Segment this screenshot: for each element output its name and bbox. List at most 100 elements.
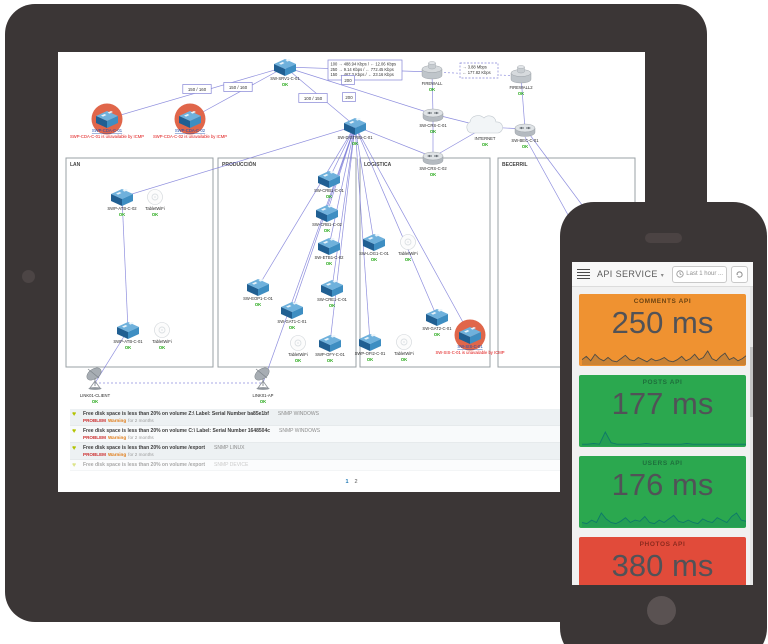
svg-text:TabletWiFi: TabletWiFi	[394, 351, 414, 356]
svg-text:150 / 160: 150 / 160	[229, 85, 248, 90]
svg-text:LOGISTICA: LOGISTICA	[364, 162, 392, 168]
alert-status: PROBLEM	[83, 469, 106, 470]
svg-text:SWP-OFI2-C-01: SWP-OFI2-C-01	[355, 351, 386, 356]
metric-card-title: PHOTOS API	[639, 541, 686, 548]
svg-text:TabletWiFi: TabletWiFi	[288, 352, 308, 357]
alert-status: PROBLEM	[83, 418, 106, 423]
alert-age: for 2 months	[128, 452, 154, 457]
svg-text:SW-CRS-C-01: SW-CRS-C-01	[419, 123, 447, 128]
alert-severity: Warning	[107, 452, 127, 457]
alert-status: PROBLEM	[83, 435, 106, 440]
map-link-distrib-ofy	[329, 125, 356, 344]
map-section-lan: LAN	[65, 157, 214, 368]
home-button[interactable]	[647, 596, 676, 625]
scrollbar[interactable]	[750, 287, 753, 585]
tablet-camera-icon	[22, 270, 35, 283]
link-capacity-label-3: 200	[341, 75, 355, 85]
refresh-button[interactable]	[731, 265, 748, 283]
metric-card-value: 380 ms	[611, 548, 714, 583]
phone-screen: API SERVICE▾ Last 1 hour ...	[572, 262, 753, 585]
chevron-down-icon: ▾	[660, 273, 665, 279]
app-title-dropdown[interactable]: API SERVICE▾	[597, 269, 664, 279]
page-link-2[interactable]: 2	[354, 479, 358, 485]
svg-text:OK: OK	[326, 261, 332, 266]
svg-text:OK: OK	[289, 325, 295, 330]
alert-age: for 2 months	[128, 469, 154, 470]
phone-app-header: API SERVICE▾ Last 1 hour ...	[572, 262, 753, 287]
svg-text:200: 200	[344, 78, 352, 83]
svg-text:PRODUCCIÓN: PRODUCCIÓN	[222, 160, 257, 168]
svg-text:SW-CRB1-C-01: SW-CRB1-C-01	[314, 188, 344, 193]
svg-text:OK: OK	[152, 212, 158, 217]
map-link-distrib-crs2	[354, 125, 434, 158]
svg-text:SWP-ATB-C-01: SWP-ATB-C-01	[113, 339, 143, 344]
svg-text:OK: OK	[326, 194, 332, 199]
sparkline-chart	[582, 512, 746, 527]
time-range-button[interactable]: Last 1 hour ...	[672, 265, 727, 283]
svg-text:INTERNET: INTERNET	[475, 136, 496, 141]
hamburger-menu-icon[interactable]	[577, 268, 590, 280]
page-link-1[interactable]: 1	[345, 479, 349, 485]
alert-host: SNMP WINDOWS	[279, 428, 321, 434]
svg-text:LINK01-CLIENT: LINK01-CLIENT	[80, 393, 111, 398]
map-link-distrib-eop1	[257, 125, 356, 288]
svg-text:SW-ETB1-C-02: SW-ETB1-C-02	[314, 255, 344, 260]
alert-text: Free disk space is less than 20% on volu…	[83, 428, 320, 441]
svg-text:200: 200	[345, 95, 353, 100]
metric-card-value: 177 ms	[611, 386, 714, 421]
svg-text:250 → 9.14 Kbps / ← 772.45 Kbp: 250 → 9.14 Kbps / ← 772.45 Kbps	[331, 67, 394, 72]
alert-description: Free disk space is less than 20% on volu…	[83, 428, 271, 434]
svg-text:150 → 467.3 Kbps / ← 23.16 Kbp: 150 → 467.3 Kbps / ← 23.16 Kbps	[331, 72, 394, 77]
scrollbar-thumb[interactable]	[750, 347, 753, 417]
svg-text:OK: OK	[159, 345, 165, 350]
alert-age: for 2 months	[128, 418, 154, 423]
svg-text:SW-EOP1-C-01: SW-EOP1-C-01	[243, 296, 273, 301]
svg-text:SW-SRV1-C-01: SW-SRV1-C-01	[270, 76, 300, 81]
phone-device: API SERVICE▾ Last 1 hour ...	[560, 202, 767, 644]
alert-row[interactable]: ♥Free disk space is less than 20% on vol…	[70, 460, 633, 471]
alert-description: Free disk space is less than 20% on volu…	[83, 411, 269, 417]
alert-row[interactable]: ♥Free disk space is less than 20% on vol…	[70, 443, 633, 460]
alert-row[interactable]: ♥Free disk space is less than 20% on vol…	[70, 409, 633, 426]
alert-row[interactable]: ♥Free disk space is less than 20% on vol…	[70, 426, 633, 443]
svg-text:SW-GAT1-C-01: SW-GAT1-C-01	[277, 319, 307, 324]
link-capacity-label-1: 150 / 160	[223, 82, 253, 92]
